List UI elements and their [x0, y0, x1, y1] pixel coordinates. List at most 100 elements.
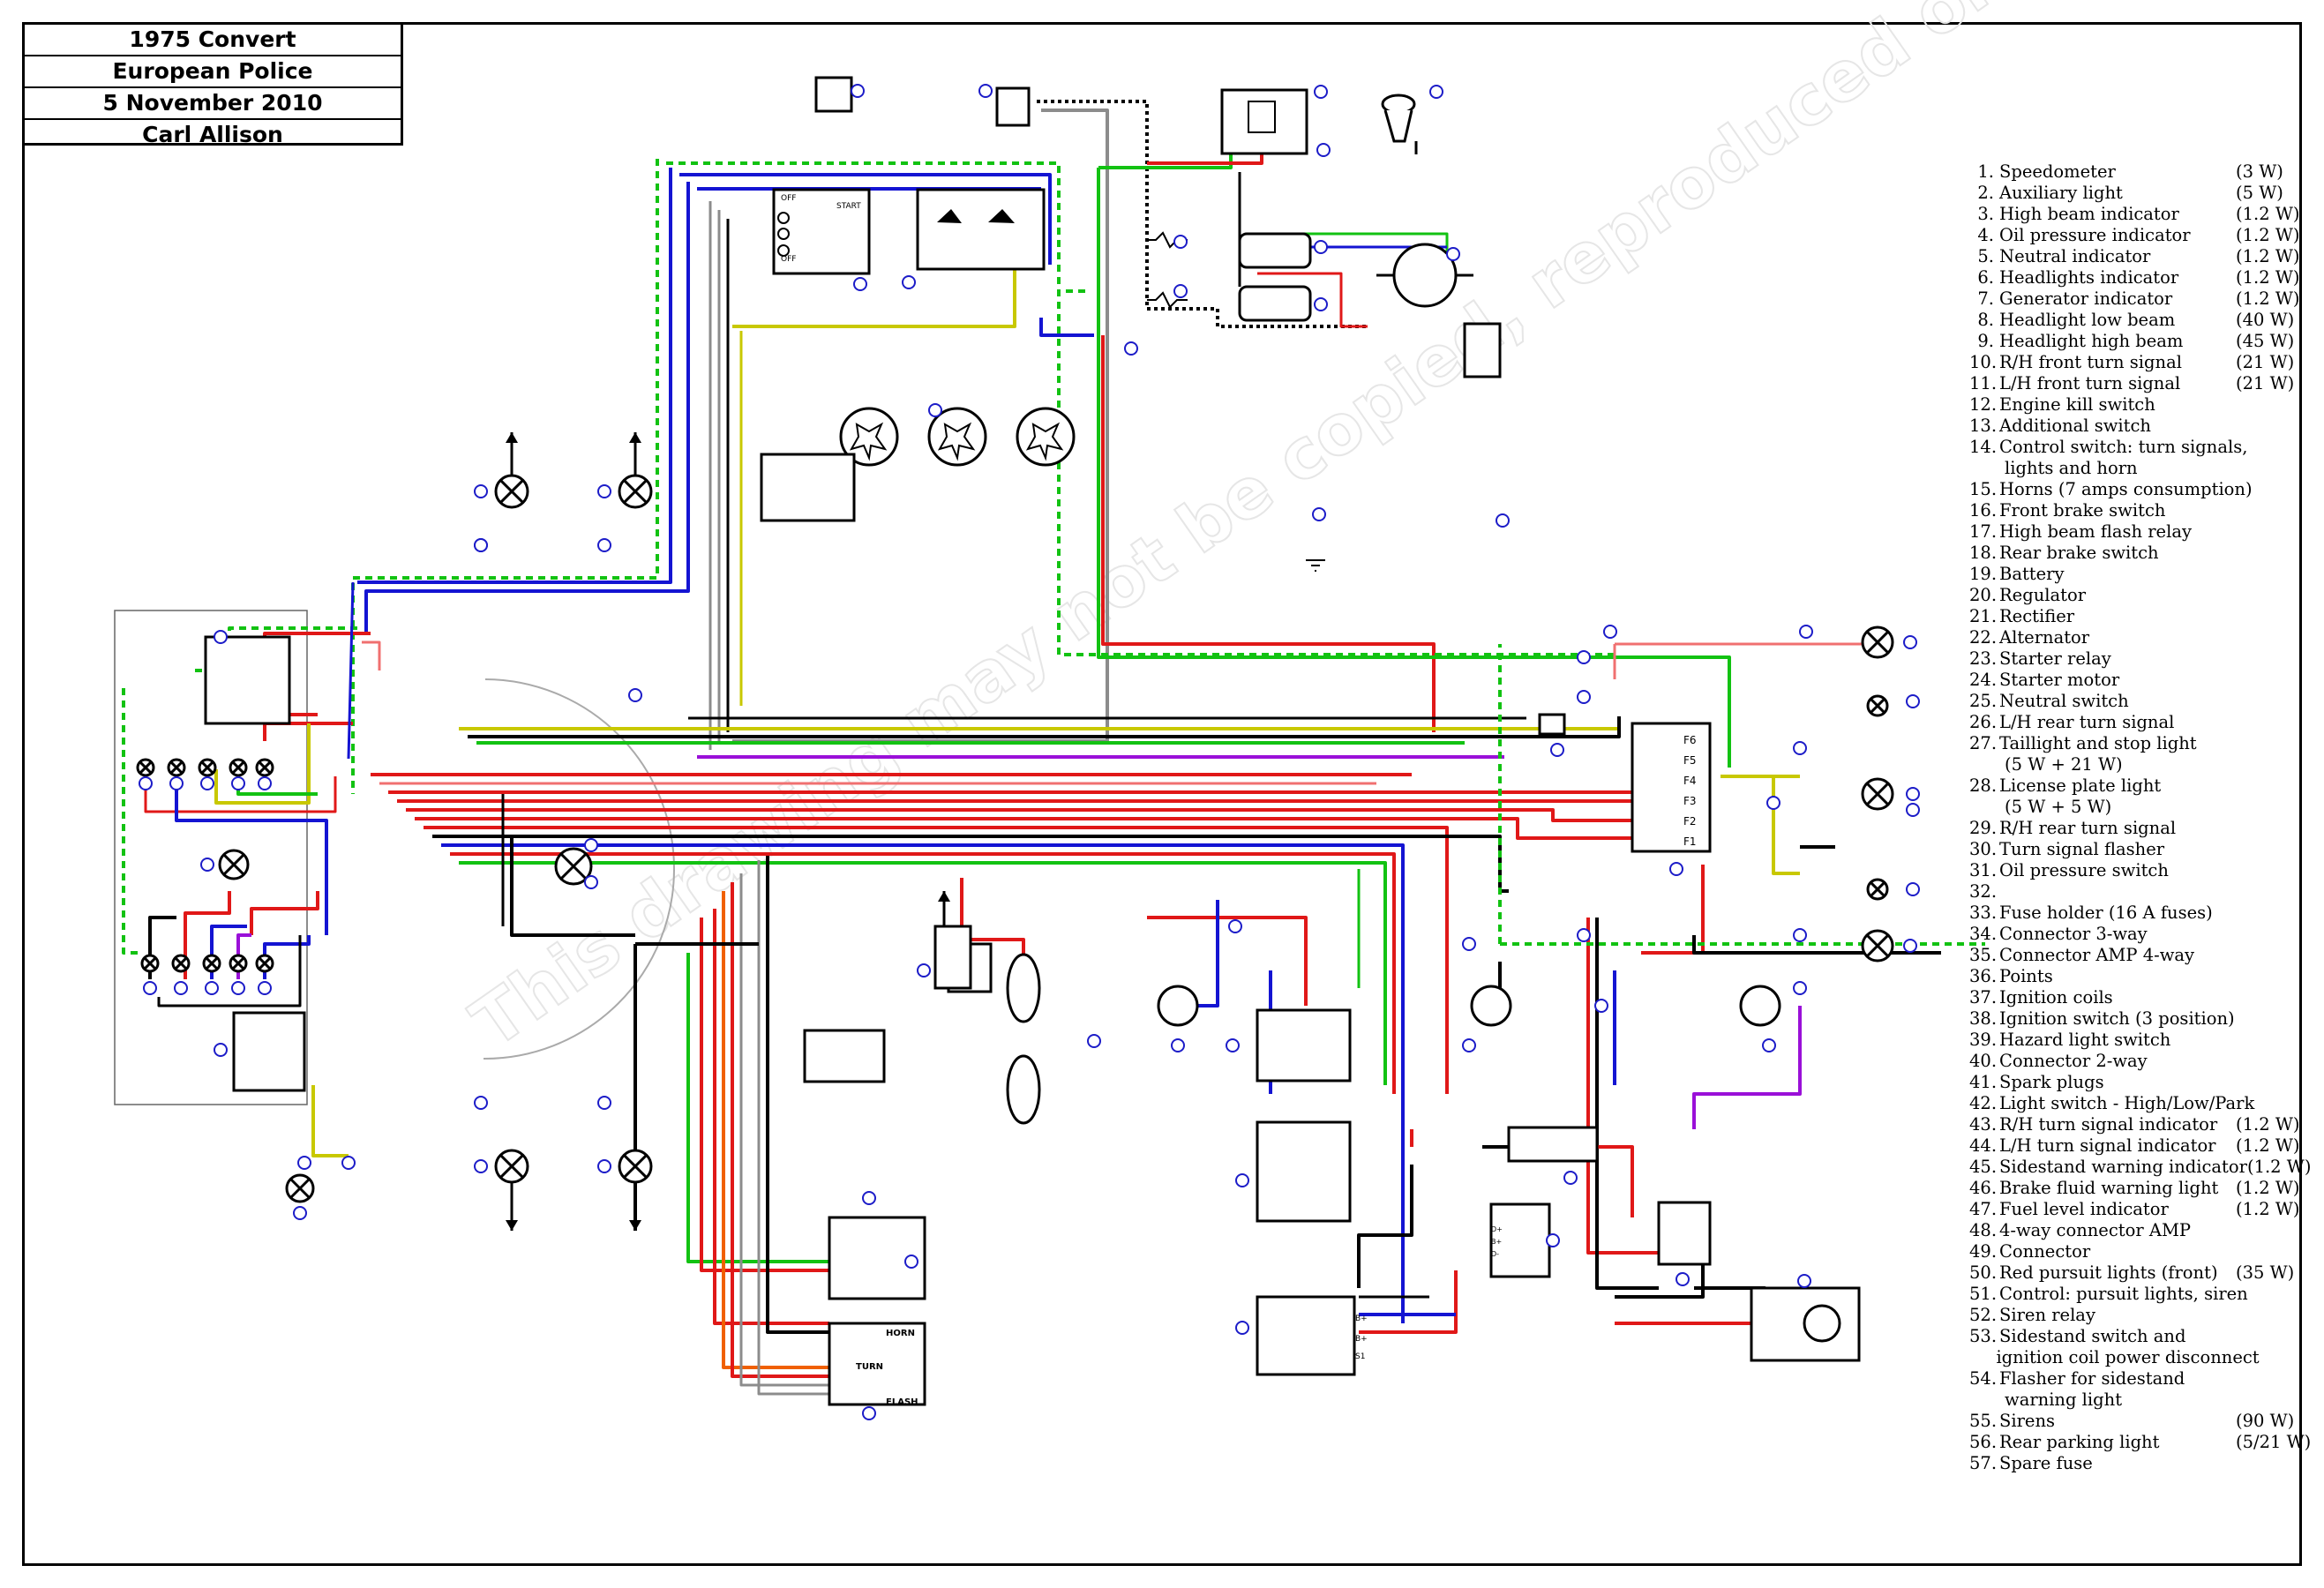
legend-description: Spare fuse — [1999, 1453, 2093, 1473]
wire-yellow — [311, 1085, 349, 1157]
legend-item: 23.Starter relay — [1969, 648, 2305, 670]
regulator-terminal-label: D- — [1491, 1250, 1499, 1258]
callout-marker — [928, 403, 942, 417]
legend-description: Ignition coils — [1999, 987, 2113, 1007]
ignition-coil-37 — [1238, 232, 1312, 269]
legend-rating — [2236, 691, 2305, 712]
legend-item: 57.Spare fuse — [1969, 1453, 2305, 1474]
control-switch-14 — [828, 1322, 926, 1406]
legend-item: 27.Taillight and stop light — [1969, 733, 2305, 754]
legend-number: 13. — [1969, 416, 1998, 436]
indicator-lamp-x — [231, 760, 245, 775]
ground-up-head — [938, 891, 950, 902]
pursuit-light-50-x — [623, 479, 648, 504]
wire-red — [713, 909, 829, 1325]
callout-marker — [231, 776, 245, 790]
callout-marker — [474, 484, 488, 498]
legend-description: Generator indicator — [1999, 288, 2173, 309]
callout-marker — [862, 1406, 876, 1420]
legend-item: 52.Siren relay — [1969, 1305, 2305, 1326]
legend-item: 28.License plate light — [1969, 775, 2305, 797]
legend-number: 50. — [1969, 1262, 1998, 1283]
legend-description: lights and horn — [2005, 458, 2138, 478]
callout-marker — [1903, 939, 1917, 953]
callout-marker — [1462, 1038, 1476, 1052]
legend-item: 43.R/H turn signal indicator(1.2 W) — [1969, 1114, 2305, 1135]
legend-description: Alternator — [1999, 627, 2090, 648]
legend-description: Connector 2-way — [1999, 1051, 2148, 1071]
legend-rating: (1.2 W) — [2236, 246, 2300, 266]
connector-54 — [814, 76, 853, 113]
legend-rating: (1.2 W) — [2236, 1114, 2300, 1135]
callout-marker — [1312, 507, 1326, 521]
legend-rating: (5 W) — [2236, 183, 2283, 203]
callout-marker — [597, 484, 611, 498]
legend-item: 45.Sidestand warning indicator(1.2 W) — [1969, 1157, 2311, 1178]
legend-number — [1969, 754, 1999, 775]
legend-number — [1969, 458, 1999, 479]
legend-rating — [2236, 1030, 2305, 1051]
callout-marker — [597, 538, 611, 552]
legend-number: 30. — [1969, 839, 1998, 859]
legend-item: 4.Oil pressure indicator(1.2 W) — [1969, 225, 2305, 246]
starter-motor-armature — [1803, 1304, 1841, 1343]
legend-number: 39. — [1969, 1030, 1998, 1050]
wire-green-dotted — [351, 159, 659, 794]
legend-rating: (1.2 W) — [2236, 1178, 2300, 1198]
callout-marker — [1314, 85, 1328, 99]
legend-number: 36. — [1969, 966, 1998, 986]
callout-marker — [297, 1156, 311, 1170]
wire-black — [1692, 935, 1941, 955]
legend-item: 54.Flasher for sidestand — [1969, 1368, 2305, 1390]
legend-number: 6. — [1977, 267, 1994, 288]
legend-description: License plate light — [1999, 775, 2162, 796]
callout-marker — [1793, 741, 1807, 755]
horn-15 — [1006, 1054, 1041, 1125]
legend-item: 1.Speedometer(3 W) — [1969, 161, 2305, 183]
license-light-28-x — [1870, 881, 1885, 897]
legend-number: 7. — [1977, 288, 1994, 309]
legend-number: 15. — [1969, 479, 1998, 499]
legend-description: Control: pursuit lights, siren — [1999, 1284, 2248, 1304]
legend-item: 19.Battery — [1969, 564, 2305, 585]
rear-turn-signal-29-x — [1866, 631, 1889, 654]
wire-purple — [1692, 1006, 1802, 1129]
title-variant: European Police — [25, 56, 401, 88]
callout-marker — [1793, 928, 1807, 942]
title-date: 5 November 2010 — [25, 88, 401, 120]
legend-description: Connector AMP 4-way — [1999, 945, 2195, 965]
wire-red — [1101, 335, 1436, 732]
legend-description: Starter motor — [1999, 670, 2120, 690]
wire-black — [1357, 1165, 1413, 1288]
callout-marker — [1906, 882, 1920, 896]
callout-marker — [1797, 1274, 1811, 1288]
legend-description: High beam indicator — [1999, 204, 2179, 224]
turn-signal-10-x — [623, 1154, 648, 1179]
legend-description: Control switch: turn signals, — [1999, 437, 2248, 457]
control-turn-label: TURN — [856, 1362, 883, 1372]
callout-marker — [205, 981, 219, 995]
legend-item: 20.Regulator — [1969, 585, 2305, 606]
legend-number: 54. — [1969, 1368, 1998, 1389]
legend-number: 48. — [1969, 1220, 1998, 1240]
legend-number: 43. — [1969, 1114, 1998, 1135]
legend-rating: (1.2 W) — [2236, 225, 2300, 245]
legend-number: 8. — [1977, 310, 1994, 330]
callout-marker — [584, 875, 598, 889]
wire-blue — [347, 581, 355, 760]
rectifier-terminal-label: B+ — [1355, 1335, 1368, 1344]
legend-item: 56.Rear parking light(5/21 W) — [1969, 1432, 2311, 1453]
wire-black — [1615, 1253, 1705, 1299]
rectifier-terminal-label: S1 — [1355, 1352, 1365, 1361]
legend-description: Additional switch — [1999, 416, 2151, 436]
wire-pink — [362, 640, 381, 670]
switch-rotor — [937, 422, 976, 461]
callout-marker — [258, 981, 272, 995]
legend-description: Fuel level indicator — [1999, 1199, 2169, 1219]
legend-description: Flasher for sidestand — [1999, 1368, 2185, 1389]
legend-description: Oil pressure switch — [1999, 860, 2169, 880]
wire-blue — [1039, 318, 1094, 337]
legend-number: 16. — [1969, 500, 1998, 521]
terminal-labels: OFF START OFF HORN TURN FLASH F6 F5 F4 F… — [781, 194, 1697, 1407]
